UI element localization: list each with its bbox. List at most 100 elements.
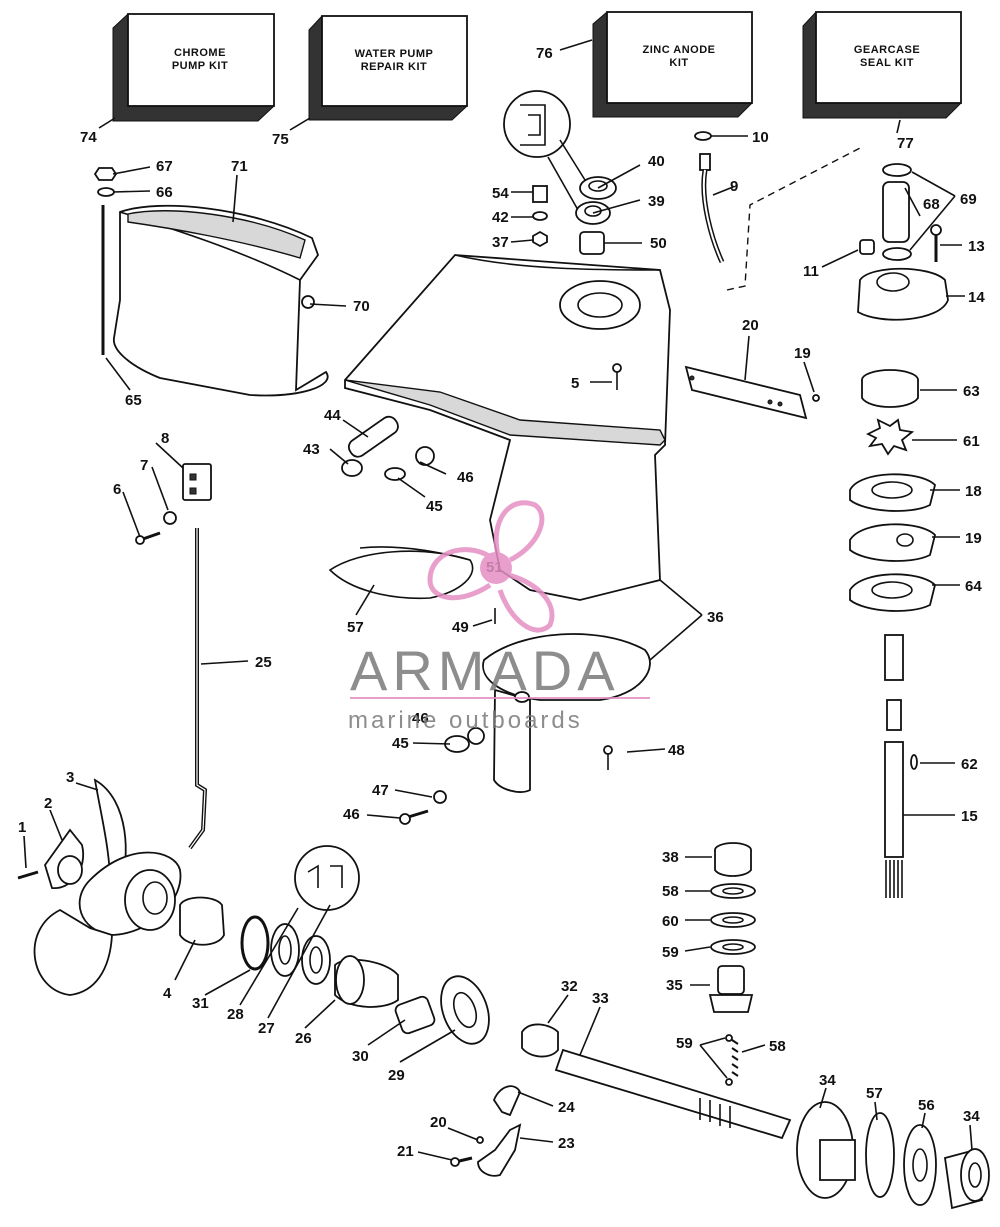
part-number-56: 56	[918, 1097, 935, 1114]
part-number-24: 25	[255, 654, 272, 671]
part-number-7: 7	[140, 457, 148, 474]
part-number-61: 61	[963, 433, 980, 450]
kit-label-line1: GEARCASE	[854, 44, 920, 56]
part-number-60: 60	[662, 913, 679, 930]
kit-label-line2: REPAIR KIT	[361, 61, 428, 73]
propeller-part	[17, 778, 225, 996]
water-tube-part	[694, 131, 861, 291]
part-number-15: 15	[961, 808, 978, 825]
part-number-13: 13	[968, 238, 985, 255]
part-number-41: 42	[492, 209, 509, 226]
propeller-shaft-part	[521, 1023, 792, 1140]
part-number-6: 6	[113, 481, 121, 498]
part-number-52: 57	[347, 619, 364, 636]
part-number-34: 34	[963, 1108, 980, 1125]
part-number-33: 34	[819, 1072, 836, 1089]
gearcase-hardware	[341, 363, 622, 825]
part-number-68: 68	[923, 196, 940, 213]
part-number-59: 59	[676, 1035, 693, 1052]
part-number-9: 9	[730, 178, 738, 195]
part-number-49: 49	[452, 619, 469, 636]
shift-rod-part	[135, 463, 212, 850]
part-number-5: 5	[571, 375, 579, 392]
part-number-30: 31	[192, 995, 209, 1012]
seal-strip-part	[328, 546, 474, 600]
exhaust-housing-part	[93, 167, 329, 397]
part-number-55: 59	[662, 944, 679, 961]
part-number-11: 11	[803, 263, 819, 280]
part-number-47: 47	[372, 782, 389, 799]
part-number-14: 14	[968, 289, 985, 306]
kit-box-water-pump: WATER PUMP REPAIR KIT	[308, 15, 468, 121]
water-pump-housing-part	[857, 163, 949, 321]
water-pump-plates-part	[849, 369, 936, 612]
part-number-63: 63	[963, 383, 980, 400]
part-number-21: 21	[397, 1143, 414, 1160]
shift-lever-part	[450, 1085, 522, 1177]
reverse-gear-stack-part	[796, 1101, 990, 1210]
kit-label-line2: PUMP KIT	[172, 60, 228, 72]
part-number-17: 19	[965, 530, 982, 547]
part-number-46: 46	[343, 806, 360, 823]
part-number-28: 29	[388, 1067, 405, 1084]
part-number-labels: 74 75 76 77 67 66 71 70 65 40 39 50 54 4…	[18, 45, 985, 1160]
part-number-54: 58	[662, 883, 679, 900]
part-number-32: 33	[592, 990, 609, 1007]
kit-label-line2: KIT	[669, 57, 688, 69]
part-number-8: 8	[161, 430, 169, 447]
part-number-39: 39	[648, 193, 665, 210]
pinion-stack-part	[708, 842, 756, 1013]
part-number-67: 67	[156, 158, 173, 175]
watermark-brand: ARMADA	[350, 639, 620, 702]
part-number-22: 23	[558, 1135, 575, 1152]
part-number-74: 74	[80, 129, 97, 146]
part-number-43: 44	[324, 407, 341, 424]
part-number-25: 26	[295, 1030, 312, 1047]
part-number-36: 36	[707, 609, 724, 626]
part-number-3: 3	[66, 769, 74, 786]
part-number-10: 10	[752, 129, 769, 146]
part-number-45: 46	[457, 469, 474, 486]
part-number-44: 45	[426, 498, 443, 515]
part-number-70: 70	[353, 298, 370, 315]
part-number-1: 1	[18, 819, 26, 836]
part-number-65: 65	[125, 392, 142, 409]
drive-shaft-part	[884, 634, 918, 898]
part-number-45b: 46	[412, 710, 429, 727]
kit-box-gearcase-seal: GEARCASE SEAL KIT	[802, 11, 962, 119]
armada-watermark: ARMADA marine outboards	[348, 500, 650, 734]
part-number-2: 2	[44, 795, 52, 812]
part-number-58: 58	[769, 1038, 786, 1055]
gearcase-housing-part	[344, 254, 671, 793]
kit-box-chrome-pump: CHROME PUMP KIT	[112, 13, 275, 122]
part-number-37: 37	[492, 234, 509, 251]
part-number-20: 20	[430, 1114, 447, 1131]
prop-shaft-bearings-part	[240, 845, 490, 1045]
part-number-76: 76	[536, 45, 553, 62]
part-number-48: 48	[668, 742, 685, 759]
part-number-16: 18	[965, 483, 982, 500]
part-number-50: 50	[650, 235, 667, 252]
part-number-40: 40	[648, 153, 665, 170]
part-number-19: 20	[742, 317, 759, 334]
part-number-77: 77	[897, 135, 914, 152]
kit-box-zinc-anode: ZINC ANODE KIT	[592, 11, 753, 118]
part-number-4: 4	[163, 985, 172, 1002]
part-number-27: 28	[227, 1006, 244, 1023]
part-number-18: 19	[794, 345, 811, 362]
part-number-29: 30	[352, 1048, 369, 1065]
part-number-75: 75	[272, 131, 289, 148]
part-number-42: 43	[303, 441, 320, 458]
kit-label-line1: ZINC ANODE	[642, 44, 715, 56]
part-number-44b: 45	[392, 735, 409, 752]
part-number-31: 32	[561, 978, 578, 995]
part-number-26: 27	[258, 1020, 275, 1037]
part-number-53: 54	[492, 185, 509, 202]
kit-label-line1: CHROME	[174, 47, 226, 59]
leader-lines	[23, 39, 973, 1161]
anode-bar-part	[684, 365, 820, 420]
kit-label-line1: WATER PUMP	[355, 48, 434, 60]
part-number-35: 35	[666, 977, 683, 994]
watermark-tagline: marine outboards	[348, 707, 583, 734]
